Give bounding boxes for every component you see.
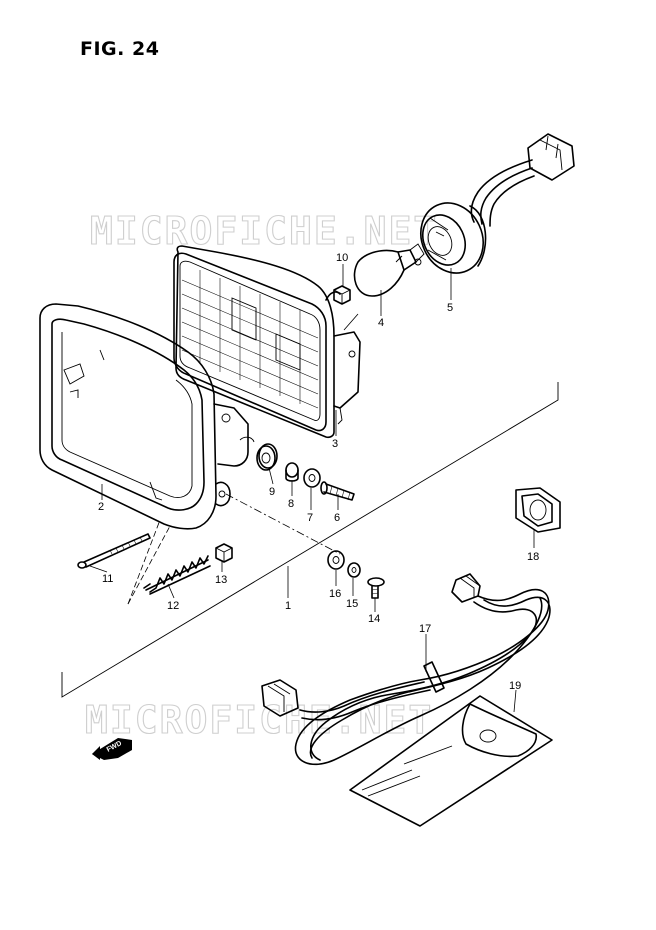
callout-4: 4 — [378, 317, 384, 329]
callout-11: 11 — [102, 573, 113, 585]
callout-12: 12 — [167, 600, 179, 612]
headlight-frame — [39, 303, 249, 530]
halogen-bulb — [353, 243, 425, 297]
screw-6 — [320, 481, 355, 501]
callout-9: 9 — [269, 486, 275, 498]
long-screw-11 — [77, 533, 151, 569]
callout-10: 10 — [336, 252, 348, 264]
callout-1: 1 — [285, 600, 291, 612]
nut-10 — [333, 285, 351, 305]
assembly-outline — [61, 382, 559, 698]
alignment-line-lower-2 — [127, 525, 171, 605]
callout-15: 15 — [346, 598, 358, 610]
callout-6: 6 — [334, 512, 340, 524]
callout-17: 17 — [419, 623, 431, 635]
washer-16 — [327, 550, 345, 570]
grommet-18 — [515, 487, 561, 533]
parts-bag — [349, 695, 553, 827]
wiring-harness — [261, 573, 551, 766]
callout-13: 13 — [215, 574, 227, 586]
spring-12 — [143, 555, 211, 595]
callout-14: 14 — [368, 613, 380, 625]
leader-lines — [89, 264, 535, 713]
callout-16: 16 — [329, 588, 341, 600]
callout-18: 18 — [527, 551, 539, 563]
alignment-line-lower — [127, 519, 161, 605]
bulb-socket — [420, 202, 487, 274]
collar-8 — [285, 462, 299, 482]
callout-7: 7 — [307, 512, 313, 524]
callout-2: 2 — [98, 501, 104, 513]
callout-19: 19 — [509, 680, 521, 692]
screw-14 — [367, 577, 385, 599]
forward-direction-marker: FWD — [92, 738, 132, 760]
washer-7 — [303, 468, 321, 488]
watermark-top: MICROFICHE.NET — [90, 209, 438, 253]
headlight-unit — [173, 245, 361, 439]
washer-15 — [347, 562, 361, 578]
callout-5: 5 — [447, 302, 453, 314]
connector-plug-top — [470, 133, 575, 227]
grommet-9 — [239, 436, 278, 471]
callout-8: 8 — [288, 498, 294, 510]
figure-title: FIG. 24 — [80, 38, 160, 60]
nut-13 — [215, 543, 233, 563]
callout-3: 3 — [332, 438, 338, 450]
callouts: 10 4 5 3 2 9 8 7 6 18 11 13 12 1 16 15 1… — [98, 252, 539, 692]
alignment-line-upper — [225, 493, 341, 555]
